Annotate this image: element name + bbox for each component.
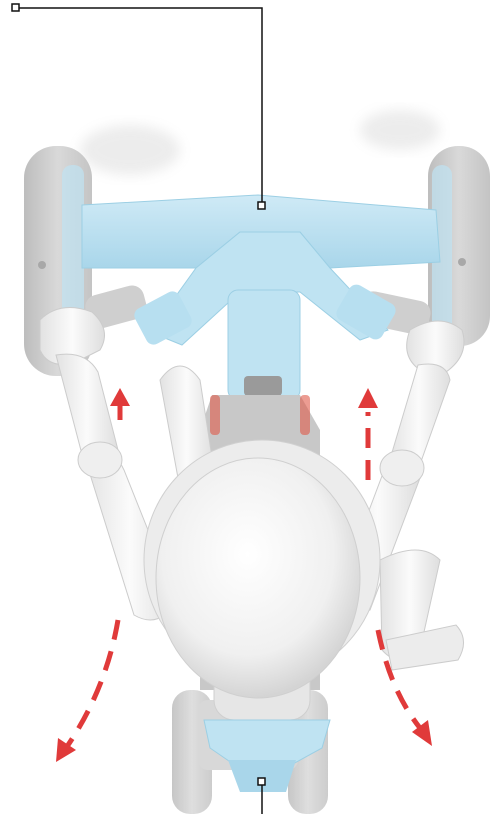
callout-bottom <box>258 778 265 814</box>
arrow-left-down <box>66 620 118 748</box>
right-leg <box>380 550 464 670</box>
square-marker-icon <box>258 778 265 785</box>
arrow-head-icon <box>358 388 378 408</box>
head <box>156 458 360 698</box>
square-marker-icon <box>12 4 19 11</box>
ground-shadow <box>80 110 440 175</box>
square-marker-icon <box>258 202 265 209</box>
arrow-head-icon <box>110 388 130 406</box>
